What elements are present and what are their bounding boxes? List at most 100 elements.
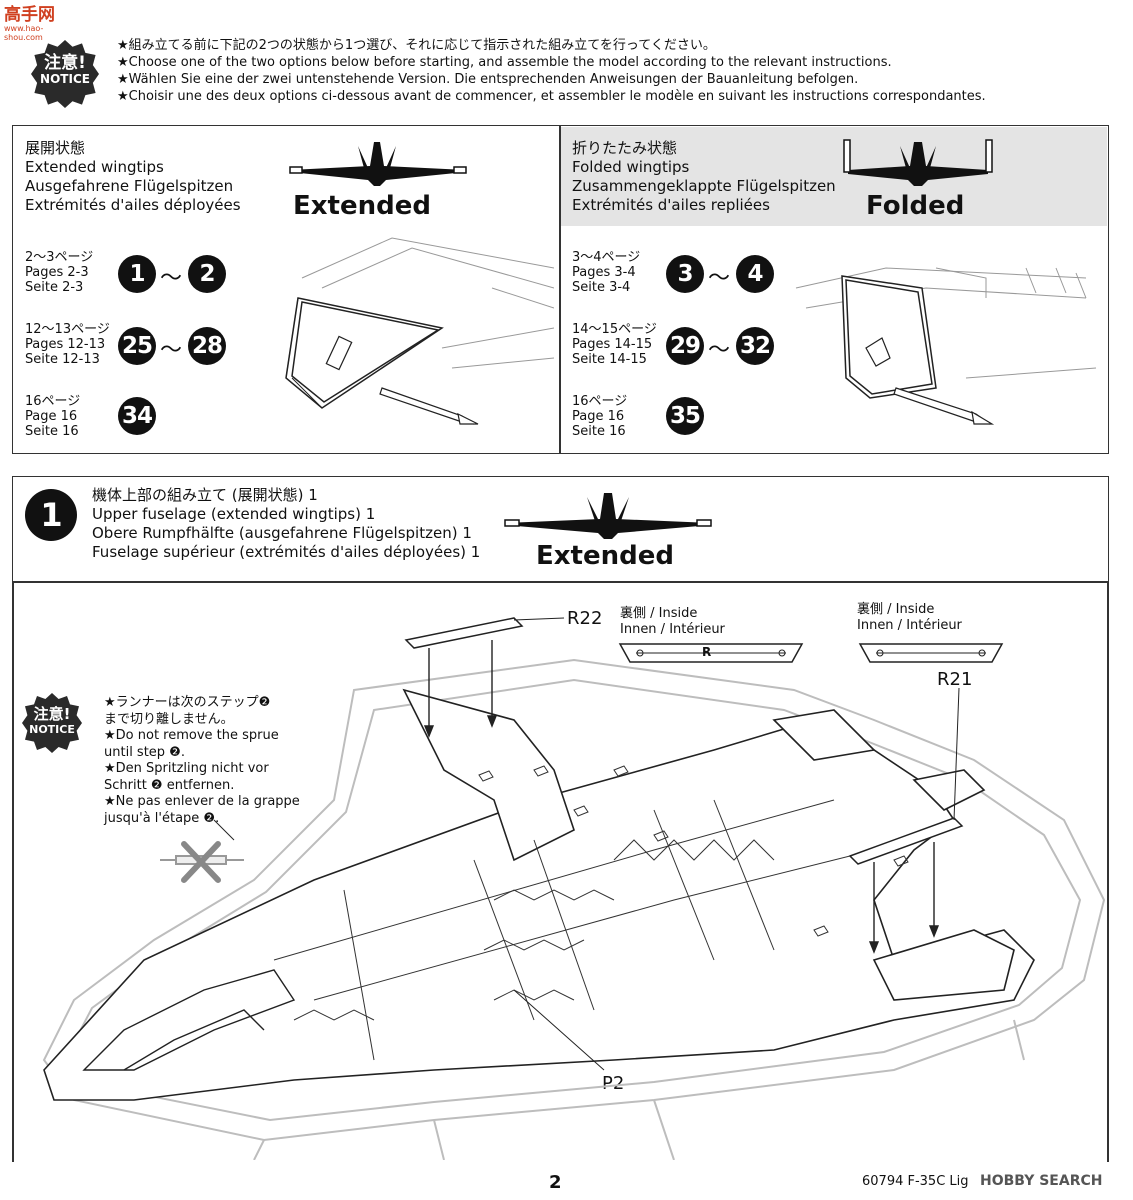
- part-label-r22: R22: [567, 608, 603, 629]
- notice-line-jp: ★組み立てる前に下記の2つの状態から1つ選び、それに応じて指示された組み立てを行…: [117, 38, 716, 53]
- inside-part-left: [618, 643, 804, 663]
- part-label-r21: R21: [937, 669, 973, 690]
- step-badge: 3: [666, 255, 704, 293]
- ref-line: 16ページ: [25, 394, 81, 409]
- note-line: Schritt ❷ entfernen.: [104, 777, 235, 793]
- ref-line: Pages 12-13: [25, 337, 106, 352]
- step1-title-de: Obere Rumpfhälfte (ausgefahrene Flügelsp…: [92, 524, 472, 542]
- folded-label: Folded: [866, 191, 965, 221]
- footer-product: 60794 F-35C Lig: [862, 1174, 969, 1189]
- extended-title-en: Extended wingtips: [25, 158, 164, 176]
- folded-title-fr: Extrémités d'ailes repliées: [572, 196, 770, 214]
- tilde: 〜: [708, 338, 731, 363]
- inside-label-right: 裏側 / Inside Innen / Intérieur: [857, 602, 962, 634]
- step1-title-fr: Fuselage supérieur (extrémités d'ailes d…: [92, 543, 481, 561]
- extended-ref-2: 12〜13ページ Pages 12-13 Seite 12-13: [25, 322, 110, 367]
- inside-label-line: 裏側 / Inside: [620, 606, 698, 621]
- options-divider: [559, 125, 561, 454]
- notice-line-en: ★Choose one of the two options below bef…: [117, 55, 892, 70]
- note-line: ★Do not remove the sprue: [104, 728, 279, 743]
- folded-wing-illustration: [795, 267, 1097, 425]
- folded-title-en: Folded wingtips: [572, 158, 690, 176]
- ref-line: Seite 14-15: [572, 352, 647, 367]
- step1-jet-silhouette: [504, 493, 712, 539]
- inside-label-line: Innen / Intérieur: [620, 622, 725, 637]
- ref-line: 12〜13ページ: [25, 322, 110, 337]
- step1-title-en: Upper fuselage (extended wingtips) 1: [92, 505, 376, 523]
- ref-line: Seite 2-3: [25, 280, 84, 295]
- folded-ref-2: 14〜15ページ Pages 14-15 Seite 14-15: [572, 322, 657, 367]
- ref-line: 16ページ: [572, 394, 628, 409]
- tilde: 〜: [160, 266, 183, 291]
- tilde: 〜: [708, 266, 731, 291]
- step1-number: 1: [25, 489, 77, 541]
- inside-part-right: [858, 643, 1004, 663]
- step-badge: 28: [188, 327, 226, 365]
- extended-wing-illustration: [285, 237, 554, 425]
- watermark-text: 高手网: [4, 5, 55, 25]
- step1-note-text: ★ランナーは次のステップ❷ まで切り離しません。 ★Do not remove …: [104, 695, 300, 827]
- extended-title-jp: 展開状態: [25, 139, 86, 157]
- step-badge: 34: [118, 397, 156, 435]
- inside-label-line: Innen / Intérieur: [857, 618, 962, 633]
- extended-title: 展開状態 Extended wingtips Ausgefahrene Flüg…: [25, 139, 241, 215]
- step-badge: 25: [118, 327, 156, 365]
- note-line: ★Ne pas enlever de la grappe: [104, 794, 300, 809]
- step1-title-jp: 機体上部の組み立て (展開状態) 1: [92, 486, 318, 504]
- ref-line: Page 16: [25, 409, 78, 424]
- note-line: ★Den Spritzling nicht vor: [104, 761, 269, 776]
- step1-label: Extended: [536, 541, 674, 571]
- ref-line: Pages 2-3: [25, 265, 89, 280]
- note-line: jusqu'à l'étape ❷.: [104, 810, 220, 826]
- step1-divider: [12, 581, 1109, 583]
- ref-line: Seite 16: [572, 424, 626, 439]
- extended-ref-3: 16ページ Page 16 Seite 16: [25, 394, 80, 439]
- step-badge: 32: [736, 327, 774, 365]
- step-badge: 2: [188, 255, 226, 293]
- note-line: ★ランナーは次のステップ❷: [104, 695, 271, 710]
- extended-title-fr: Extrémités d'ailes déployées: [25, 196, 241, 214]
- ref-line: Seite 16: [25, 424, 79, 439]
- options-panel: [12, 125, 1109, 454]
- ref-line: 3〜4ページ: [572, 250, 641, 265]
- step1-notice-badge-jp: 注意!: [33, 705, 71, 723]
- ref-line: Seite 3-4: [572, 280, 631, 295]
- step1-side-left: [12, 582, 14, 1162]
- part-label-p2: P2: [602, 1073, 625, 1094]
- notice-badge: 注意! NOTICE: [31, 40, 99, 108]
- folded-ref-1: 3〜4ページ Pages 3-4 Seite 3-4: [572, 250, 640, 295]
- notice-text: ★組み立てる前に下記の2つの状態から1つ選び、それに応じて指示された組み立てを行…: [117, 37, 986, 105]
- inside-label-left: 裏側 / Inside Innen / Intérieur: [620, 606, 725, 638]
- folded-shading: [561, 127, 1107, 226]
- step-badge: 4: [736, 255, 774, 293]
- extended-label: Extended: [293, 191, 431, 221]
- folded-ref-3: 16ページ Page 16 Seite 16: [572, 394, 627, 439]
- step1-notice-badge-en: NOTICE: [29, 723, 75, 736]
- note-line: until step ❷.: [104, 744, 185, 760]
- folded-title-de: Zusammengeklappte Flügelspitzen: [572, 177, 836, 195]
- watermark-url: www.hao-shou.com: [4, 24, 44, 42]
- inside-label-line: 裏側 / Inside: [857, 602, 935, 617]
- ref-line: Pages 3-4: [572, 265, 636, 280]
- note-line: まで切り離しません。: [104, 711, 234, 727]
- step-badge: 35: [666, 397, 704, 435]
- inside-part-marker: R: [702, 645, 712, 659]
- notice-badge-en: NOTICE: [40, 72, 90, 86]
- notice-badge-jp: 注意!: [44, 53, 86, 73]
- watermark-logo: 高手网 www.hao-shou.com: [4, 6, 74, 42]
- step1-panel: [12, 476, 1109, 582]
- tilde: 〜: [160, 338, 183, 363]
- extended-title-de: Ausgefahrene Flügelspitzen: [25, 177, 234, 195]
- step1-side-right: [1107, 582, 1109, 1162]
- step1-title: 機体上部の組み立て (展開状態) 1 Upper fuselage (exten…: [92, 486, 480, 562]
- ref-line: 14〜15ページ: [572, 322, 657, 337]
- ref-line: Seite 12-13: [25, 352, 100, 367]
- ref-line: 2〜3ページ: [25, 250, 94, 265]
- notice-line-de: ★Wählen Sie eine der zwei untenstehende …: [117, 72, 859, 87]
- step-badge: 29: [666, 327, 704, 365]
- crossed-sprue-icon: [160, 841, 244, 883]
- step-badge: 1: [118, 255, 156, 293]
- folded-jet-silhouette: [843, 139, 993, 186]
- upper-fuselage-illustration: [42, 617, 1106, 1160]
- folded-title: 折りたたみ状態 Folded wingtips Zusammengeklappt…: [572, 139, 836, 215]
